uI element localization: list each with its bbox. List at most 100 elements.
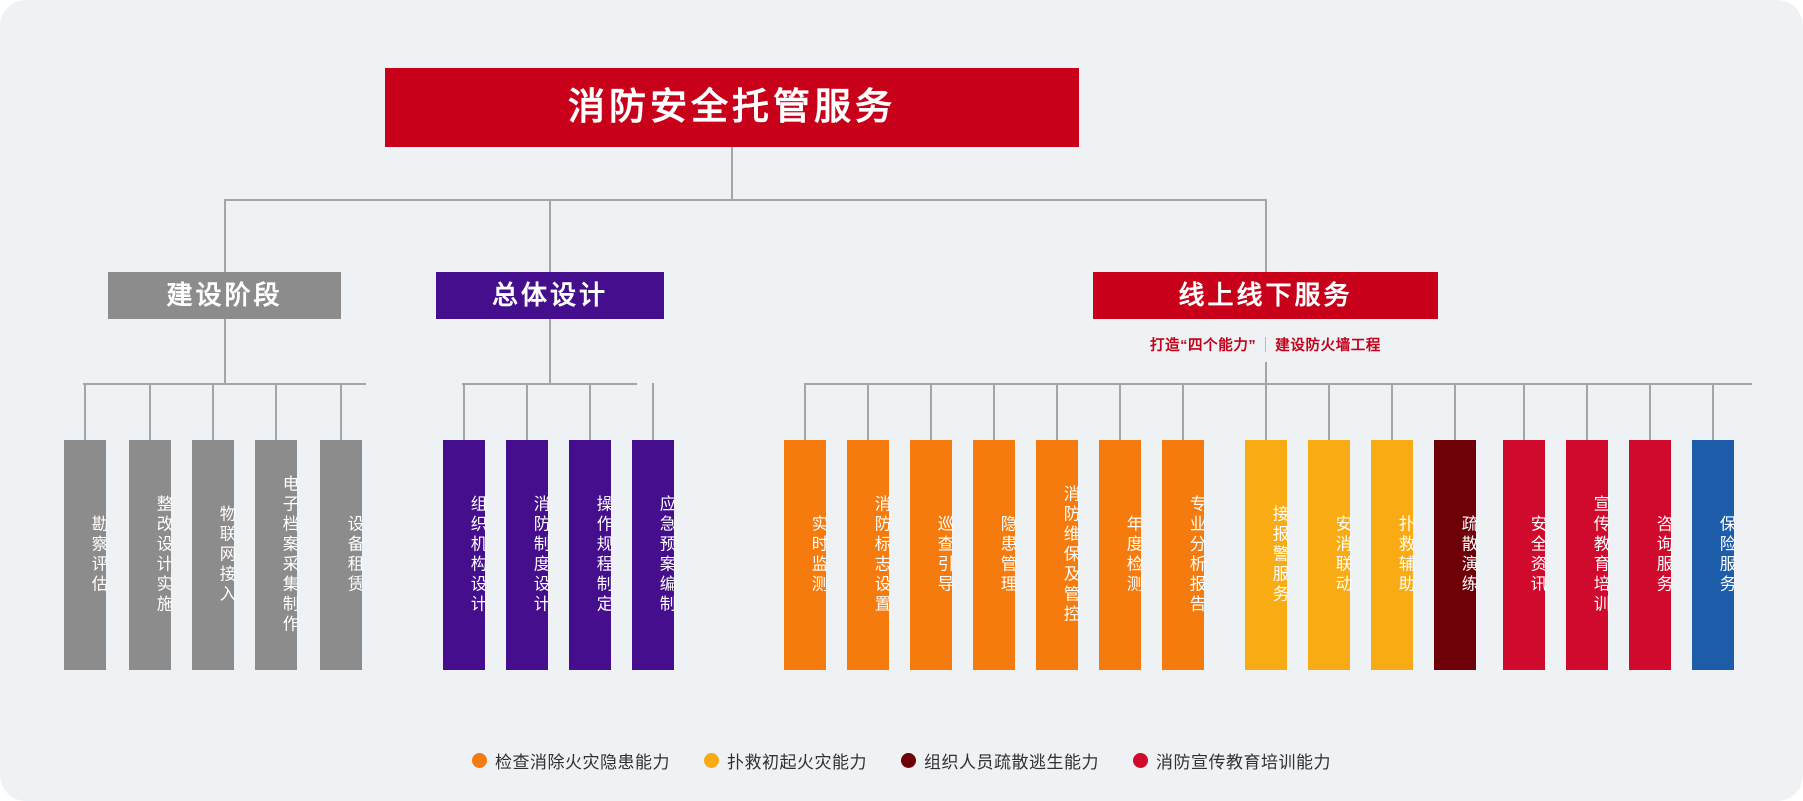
leaf-node-label: 年度检测 <box>1124 515 1142 595</box>
leaf-node-label: 安全资讯 <box>1528 515 1546 595</box>
connector-leaf-drop <box>993 383 995 440</box>
connector-root-stem <box>731 147 733 200</box>
legend: 检查消除火灾隐患能力 扑救初起火灾能力 组织人员疏散逃生能力 消防宣传教育培训能力 <box>0 748 1803 773</box>
connector-to-service <box>1265 199 1267 272</box>
leaf-node[interactable]: 隐患管理 <box>973 440 1016 670</box>
leaf-node[interactable]: 组织机构设计 <box>443 440 486 670</box>
leaf-node[interactable]: 消防维保及管控 <box>1036 440 1079 670</box>
connector-level2-bus <box>224 199 1267 201</box>
leaf-node[interactable]: 咨询服务 <box>1629 440 1672 670</box>
legend-color-dot <box>704 753 719 768</box>
leaf-node-label: 操作规程制定 <box>594 495 612 615</box>
leaf-node-label: 安消联动 <box>1333 515 1351 595</box>
leaf-node-label: 扑救辅助 <box>1396 515 1414 595</box>
leaf-node[interactable]: 安全资讯 <box>1503 440 1546 670</box>
leaf-node[interactable]: 物联网接入 <box>192 440 235 670</box>
leaf-node-label: 隐患管理 <box>998 515 1016 595</box>
legend-item-label: 消防宣传教育培训能力 <box>1156 753 1331 772</box>
service-subtitle: 打造“四个能力” 建设防火墙工程 <box>1093 334 1438 355</box>
leaf-node-label: 疏散演练 <box>1459 515 1477 595</box>
leaf-node-label: 设备租赁 <box>345 515 363 595</box>
leaf-node[interactable]: 操作规程制定 <box>569 440 612 670</box>
leaf-node-label: 接报警服务 <box>1270 505 1288 605</box>
legend-item-label: 检查消除火灾隐患能力 <box>495 753 670 772</box>
leaf-node-label: 消防制度设计 <box>531 495 549 615</box>
connector-service-bus <box>805 383 1752 385</box>
leaf-node[interactable]: 应急预案编制 <box>632 440 675 670</box>
connector-to-build <box>224 199 226 272</box>
branch-header-overall-design[interactable]: 总体设计 <box>436 272 664 319</box>
connector-leaf-drop <box>149 383 151 440</box>
connector-build-stem <box>224 319 226 384</box>
connector-leaf-drop <box>867 383 869 440</box>
connector-leaf-drop <box>1265 383 1267 440</box>
leaf-node[interactable]: 巡查引导 <box>910 440 953 670</box>
service-subtitle-right: 建设防火墙工程 <box>1275 338 1381 354</box>
connector-leaf-drop <box>1586 383 1588 440</box>
legend-item: 组织人员疏散逃生能力 <box>901 748 1099 773</box>
leaf-node[interactable]: 消防制度设计 <box>506 440 549 670</box>
service-subtitle-divider <box>1265 337 1267 352</box>
connector-leaf-drop <box>526 383 528 440</box>
connector-leaf-drop <box>275 383 277 440</box>
connector-design-bus <box>462 383 637 385</box>
legend-color-dot <box>472 753 487 768</box>
legend-item: 检查消除火灾隐患能力 <box>472 748 670 773</box>
leaf-node-label: 物联网接入 <box>217 505 235 605</box>
connector-leaf-drop <box>1119 383 1121 440</box>
connector-leaf-drop <box>1056 383 1058 440</box>
legend-item-label: 组织人员疏散逃生能力 <box>924 753 1099 772</box>
leaf-node[interactable]: 接报警服务 <box>1245 440 1288 670</box>
connector-leaf-drop <box>1649 383 1651 440</box>
connector-leaf-drop <box>930 383 932 440</box>
connector-service-stem <box>1265 362 1267 384</box>
service-subtitle-left: 打造“四个能力” <box>1149 338 1257 354</box>
leaf-node-label: 电子档案采集制作 <box>280 475 298 635</box>
connector-leaf-drop <box>84 383 86 440</box>
leaf-node-label: 应急预案编制 <box>657 495 675 615</box>
leaf-node[interactable]: 消防标志设置 <box>847 440 890 670</box>
leaf-node[interactable]: 电子档案采集制作 <box>255 440 298 670</box>
connector-leaf-drop <box>1391 383 1393 440</box>
legend-item-label: 扑救初起火灾能力 <box>727 753 867 772</box>
leaf-node[interactable]: 扑救辅助 <box>1371 440 1414 670</box>
connector-leaf-drop <box>589 383 591 440</box>
connector-leaf-drop <box>1523 383 1525 440</box>
connector-leaf-drop <box>1712 383 1714 440</box>
connector-to-design <box>549 199 551 272</box>
leaf-node-label: 整改设计实施 <box>154 495 172 615</box>
branch-header-build-stage[interactable]: 建设阶段 <box>108 272 341 319</box>
leaf-node[interactable]: 年度检测 <box>1099 440 1142 670</box>
connector-leaf-drop <box>1328 383 1330 440</box>
connector-leaf-drop <box>804 383 806 440</box>
legend-color-dot <box>901 753 916 768</box>
leaf-node[interactable]: 设备租赁 <box>320 440 363 670</box>
branch-header-online-offline-service[interactable]: 线上线下服务 <box>1093 272 1438 319</box>
leaf-node[interactable]: 专业分析报告 <box>1162 440 1205 670</box>
connector-leaf-drop <box>1182 383 1184 440</box>
leaf-node-label: 组织机构设计 <box>468 495 486 615</box>
leaf-node[interactable]: 整改设计实施 <box>129 440 172 670</box>
leaf-node[interactable]: 安消联动 <box>1308 440 1351 670</box>
root-node-fire-safety-service[interactable]: 消防安全托管服务 <box>385 68 1079 147</box>
connector-leaf-drop <box>340 383 342 440</box>
connector-design-stem <box>549 319 551 384</box>
connector-leaf-drop <box>212 383 214 440</box>
legend-item: 扑救初起火灾能力 <box>704 748 867 773</box>
leaf-node-label: 保险服务 <box>1717 515 1735 595</box>
legend-item: 消防宣传教育培训能力 <box>1133 748 1331 773</box>
connector-leaf-drop <box>1454 383 1456 440</box>
leaf-node[interactable]: 勘察评估 <box>64 440 107 670</box>
leaf-node-label: 勘察评估 <box>89 515 107 595</box>
leaf-node-label: 消防标志设置 <box>872 495 890 615</box>
leaf-node-label: 实时监测 <box>809 515 827 595</box>
connector-build-bus <box>83 383 366 385</box>
leaf-node-label: 专业分析报告 <box>1187 495 1205 615</box>
leaf-node[interactable]: 宣传教育培训 <box>1566 440 1609 670</box>
leaf-node-label: 消防维保及管控 <box>1061 485 1079 625</box>
leaf-node[interactable]: 疏散演练 <box>1434 440 1477 670</box>
legend-color-dot <box>1133 753 1148 768</box>
leaf-node[interactable]: 实时监测 <box>784 440 827 670</box>
leaf-node[interactable]: 保险服务 <box>1692 440 1735 670</box>
